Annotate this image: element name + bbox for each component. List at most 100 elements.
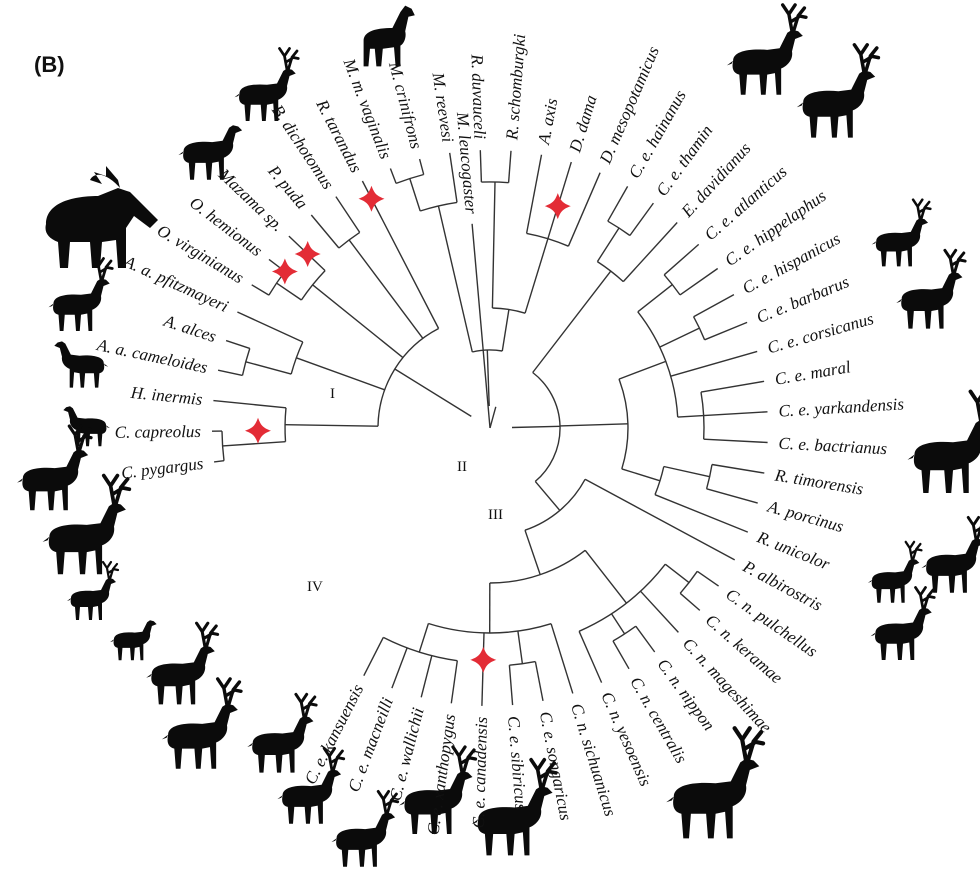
deer-icon — [896, 250, 965, 328]
taxon-label-a-alces: A. alces — [161, 311, 219, 346]
elk-icon — [727, 5, 806, 95]
branch — [560, 424, 628, 426]
branch — [450, 153, 457, 203]
branch — [502, 310, 509, 352]
taxon-label-r-schomburgki: R. schomburgki — [502, 33, 529, 141]
branch-arc — [613, 626, 636, 641]
elk-icon — [797, 45, 879, 138]
branch — [313, 285, 403, 358]
clade-label-iii: III — [488, 507, 503, 523]
deer-icon — [247, 694, 316, 772]
branch — [336, 197, 360, 233]
branch — [664, 467, 710, 477]
branch — [492, 182, 495, 308]
taxon-label-c-e-sibiricus: C. e. sibiricus — [504, 715, 531, 811]
branch — [622, 469, 660, 481]
branch — [641, 591, 679, 632]
taxon-label-d-dama: D. dama — [565, 93, 601, 156]
branch — [701, 381, 764, 392]
moose-icon — [46, 166, 159, 268]
taxon-label-c-pygargus: C. pygargus — [120, 454, 205, 483]
tree-branches — [212, 150, 768, 706]
branch — [665, 564, 689, 582]
branch-arc — [680, 571, 697, 593]
root-stem — [490, 407, 496, 428]
branch-arc — [339, 232, 360, 248]
branch — [214, 461, 224, 462]
branch — [277, 283, 302, 300]
branch — [533, 271, 611, 372]
branch — [579, 631, 602, 682]
taxon-label-c-e-wallichii: C. e. wallichii — [386, 705, 428, 802]
fossil-marker — [272, 259, 298, 285]
branch — [630, 203, 654, 235]
deer-icon — [110, 620, 157, 660]
branch — [619, 361, 666, 379]
okapi-icon — [364, 6, 415, 67]
deer-icon — [868, 542, 922, 603]
branch — [246, 362, 291, 374]
taxon-label-c-e-yarkandensis: C. e. yarkandensis — [778, 394, 905, 420]
branch — [705, 322, 748, 339]
fossil-marker — [245, 418, 271, 444]
branch — [585, 550, 626, 603]
branch — [597, 228, 619, 262]
branch-arc — [396, 175, 424, 184]
branch — [707, 489, 758, 503]
branch — [527, 155, 542, 234]
branch — [704, 412, 768, 416]
deer-icon — [872, 200, 931, 267]
branch — [421, 656, 432, 698]
branch — [218, 370, 242, 375]
branch — [612, 614, 625, 634]
branch — [390, 169, 396, 184]
branch — [655, 495, 748, 532]
branch — [392, 648, 407, 688]
taxon-label-c-e-canadensis: C. e. canadensis — [469, 716, 491, 828]
branch — [660, 328, 700, 347]
branch — [678, 416, 704, 418]
branch — [226, 341, 250, 349]
fossil-marker — [470, 647, 496, 673]
fossil-markers — [245, 186, 571, 673]
branch — [680, 593, 700, 610]
reindeer-icon — [17, 426, 91, 510]
branch-arc — [694, 317, 705, 340]
deer-icon — [162, 679, 241, 769]
branch-arc — [597, 262, 623, 282]
branch — [223, 442, 286, 446]
branch — [237, 312, 302, 342]
panel-label: (B) — [34, 52, 65, 77]
deer-icon — [49, 259, 113, 332]
clade-label-ii: II — [457, 459, 467, 475]
taxon-label-m-crinifrons: M. crinifrons — [385, 59, 426, 151]
branch — [213, 401, 286, 408]
branch — [551, 624, 573, 694]
taxon-label-a-a-cameloides: A. a. cameloides — [94, 335, 209, 377]
branch — [311, 215, 339, 248]
branch-arc — [664, 275, 680, 295]
branch — [480, 150, 481, 182]
taxon-label-c-capreolus: C. capreolus — [115, 422, 202, 442]
branch — [680, 269, 718, 295]
clade-labels: I II III IV — [307, 386, 503, 595]
branch-arc — [655, 467, 664, 495]
fossil-marker — [545, 193, 571, 219]
taxon-label-c-n-mageshimae: C. n. mageshimae — [679, 634, 776, 737]
deer-icon — [908, 392, 980, 494]
branch-arc — [608, 221, 630, 235]
branch — [509, 151, 511, 183]
branch — [585, 479, 735, 560]
taxon-label-a-axis: A. axis — [534, 96, 561, 146]
branch — [636, 626, 655, 652]
branch — [509, 665, 512, 705]
branch — [525, 530, 540, 574]
taxon-label-c-e-maral: C. e. maral — [773, 357, 852, 389]
branch — [671, 351, 758, 376]
branch — [451, 661, 457, 704]
branch — [420, 159, 424, 174]
taxon-label-h-inermis: H. inermis — [129, 383, 204, 409]
taxon-label-m-reevesi: M. reevesi — [428, 70, 457, 143]
